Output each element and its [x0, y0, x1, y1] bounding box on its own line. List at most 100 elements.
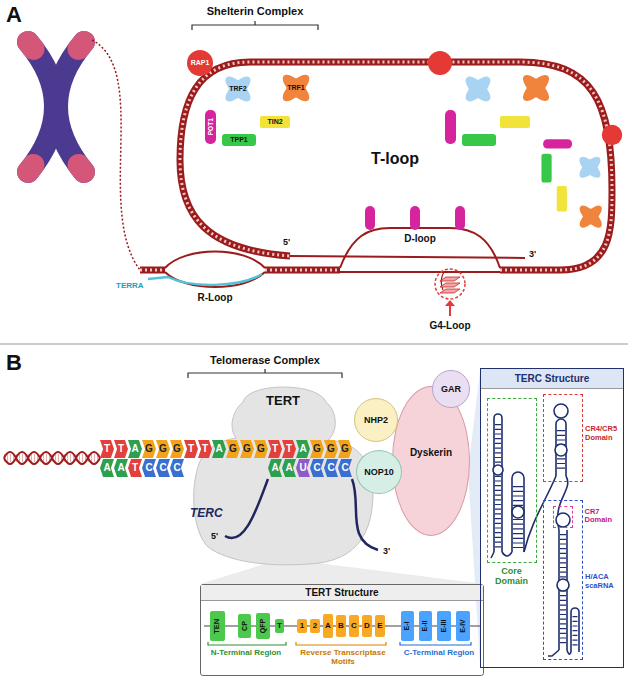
- node-text: TERC Structure: [481, 369, 623, 389]
- pointer-arrow: [449, 305, 451, 316]
- node-text: A: [117, 462, 124, 474]
- node-text: A: [325, 621, 331, 630]
- node-text: NOP10: [364, 467, 394, 477]
- protein-cross: TRF2: [221, 72, 255, 106]
- node-text: U: [299, 462, 306, 474]
- protein-bar: TIN2: [260, 116, 290, 128]
- node-text: E-I: [403, 622, 411, 631]
- rna-loop: [554, 404, 568, 418]
- rna-pairs: [513, 486, 523, 548]
- domain-outline: Core Domain: [487, 398, 537, 563]
- rna-hairpin: [556, 419, 566, 476]
- node-text: C: [159, 462, 166, 474]
- terra-rna: [148, 274, 262, 285]
- domain-block: E-II: [419, 611, 432, 641]
- node-text: T: [202, 443, 208, 455]
- g-quartet: [440, 283, 460, 287]
- node-text: A: [131, 443, 138, 455]
- node-text: T: [104, 443, 110, 455]
- protein-circle: RAP1: [187, 50, 213, 76]
- node-text: G: [173, 443, 181, 455]
- nucleotide-block: T: [184, 440, 198, 458]
- domain-block: QFP: [256, 613, 270, 639]
- domain-block: E-IV: [456, 611, 470, 641]
- nucleotide-block: A: [100, 459, 114, 477]
- rna-loop: [556, 513, 570, 527]
- protein-circle: GAR: [432, 370, 470, 408]
- figure-label: Reverse Transcriptase Motifs: [291, 648, 395, 666]
- node-text: 2: [313, 621, 317, 630]
- rna-strand: [225, 479, 378, 550]
- node-text: RAP1: [191, 59, 210, 67]
- pot1-shape: [410, 206, 420, 230]
- protein-bar: TPP1: [222, 134, 256, 146]
- node-text: C: [173, 462, 180, 474]
- domain-block: B: [336, 615, 346, 637]
- protein-arm: [222, 73, 255, 106]
- rna-pairs: [495, 424, 501, 548]
- node-text: E-II: [421, 621, 429, 632]
- node-text: G: [229, 443, 237, 455]
- node-text: C: [145, 462, 152, 474]
- g-quartet: [440, 277, 460, 281]
- enzyme-body: [194, 387, 373, 565]
- dna-strand: [165, 252, 265, 269]
- node-text: T: [188, 443, 194, 455]
- protein-circle: NHP2: [354, 398, 398, 442]
- figure-label: 5': [283, 237, 290, 247]
- shelterin-copy: [541, 125, 622, 231]
- node-text: CR4/CR5 Domain: [585, 425, 622, 442]
- node-text: A: [285, 462, 292, 474]
- node-text: T: [286, 443, 292, 455]
- figure-label: TERC: [190, 507, 223, 521]
- node-text: C: [341, 462, 348, 474]
- node-text: TRF2: [229, 85, 247, 93]
- rna-hairpin: [512, 472, 524, 552]
- node-text: C: [327, 462, 334, 474]
- dna-strand: [340, 228, 500, 268]
- node-text: TIN2: [267, 118, 282, 126]
- domain-block: A: [323, 614, 333, 638]
- figure-label: 5': [211, 531, 218, 541]
- node-text: G: [327, 443, 335, 455]
- figure-label: TERRA: [116, 281, 144, 290]
- zoom-wedge: [200, 563, 484, 584]
- protein-arm: [279, 71, 314, 106]
- node-text: G: [145, 443, 153, 455]
- nucleotide-block: G: [170, 440, 184, 458]
- node-text: G: [257, 443, 265, 455]
- bracket: [188, 369, 342, 378]
- dna-duplex: [140, 267, 340, 274]
- node-text: E-III: [440, 620, 448, 633]
- region-bracket: [296, 642, 386, 645]
- figure-label: T-loop: [371, 150, 419, 168]
- figure-label: C-Terminal Region: [398, 648, 480, 657]
- node-text: T: [277, 621, 282, 630]
- node-text: QFP: [259, 619, 267, 633]
- node-text: Core Domain: [488, 566, 535, 587]
- telomere-cap: [28, 42, 55, 172]
- bracket: [192, 21, 318, 30]
- figure-label: 3': [529, 249, 536, 259]
- rna-link: [548, 650, 571, 656]
- nucleotide-block: T: [100, 440, 114, 458]
- domain-block: C: [349, 615, 359, 637]
- node-text: C: [351, 621, 357, 630]
- domain-block: D: [362, 615, 372, 637]
- nucleotide-block: T: [114, 440, 128, 458]
- protein-arm: [222, 73, 255, 106]
- detail-panel: TERC StructureCore DomainCR4/CR5 DomainH…: [480, 368, 624, 668]
- node-text: T: [132, 462, 138, 474]
- rna-pairs: [573, 616, 578, 648]
- node-text: D: [364, 621, 370, 630]
- node-text: NHP2: [364, 415, 388, 425]
- domain-block: T: [275, 619, 284, 633]
- node-text: T: [272, 443, 278, 455]
- domain-outline: CR7 Domain: [553, 506, 573, 528]
- node-text: A: [215, 443, 222, 455]
- domain-block: E: [375, 615, 385, 637]
- rna-hairpin: [571, 608, 579, 652]
- figure-label: A: [6, 2, 22, 27]
- figure-label: Telomerase Complex: [210, 354, 320, 367]
